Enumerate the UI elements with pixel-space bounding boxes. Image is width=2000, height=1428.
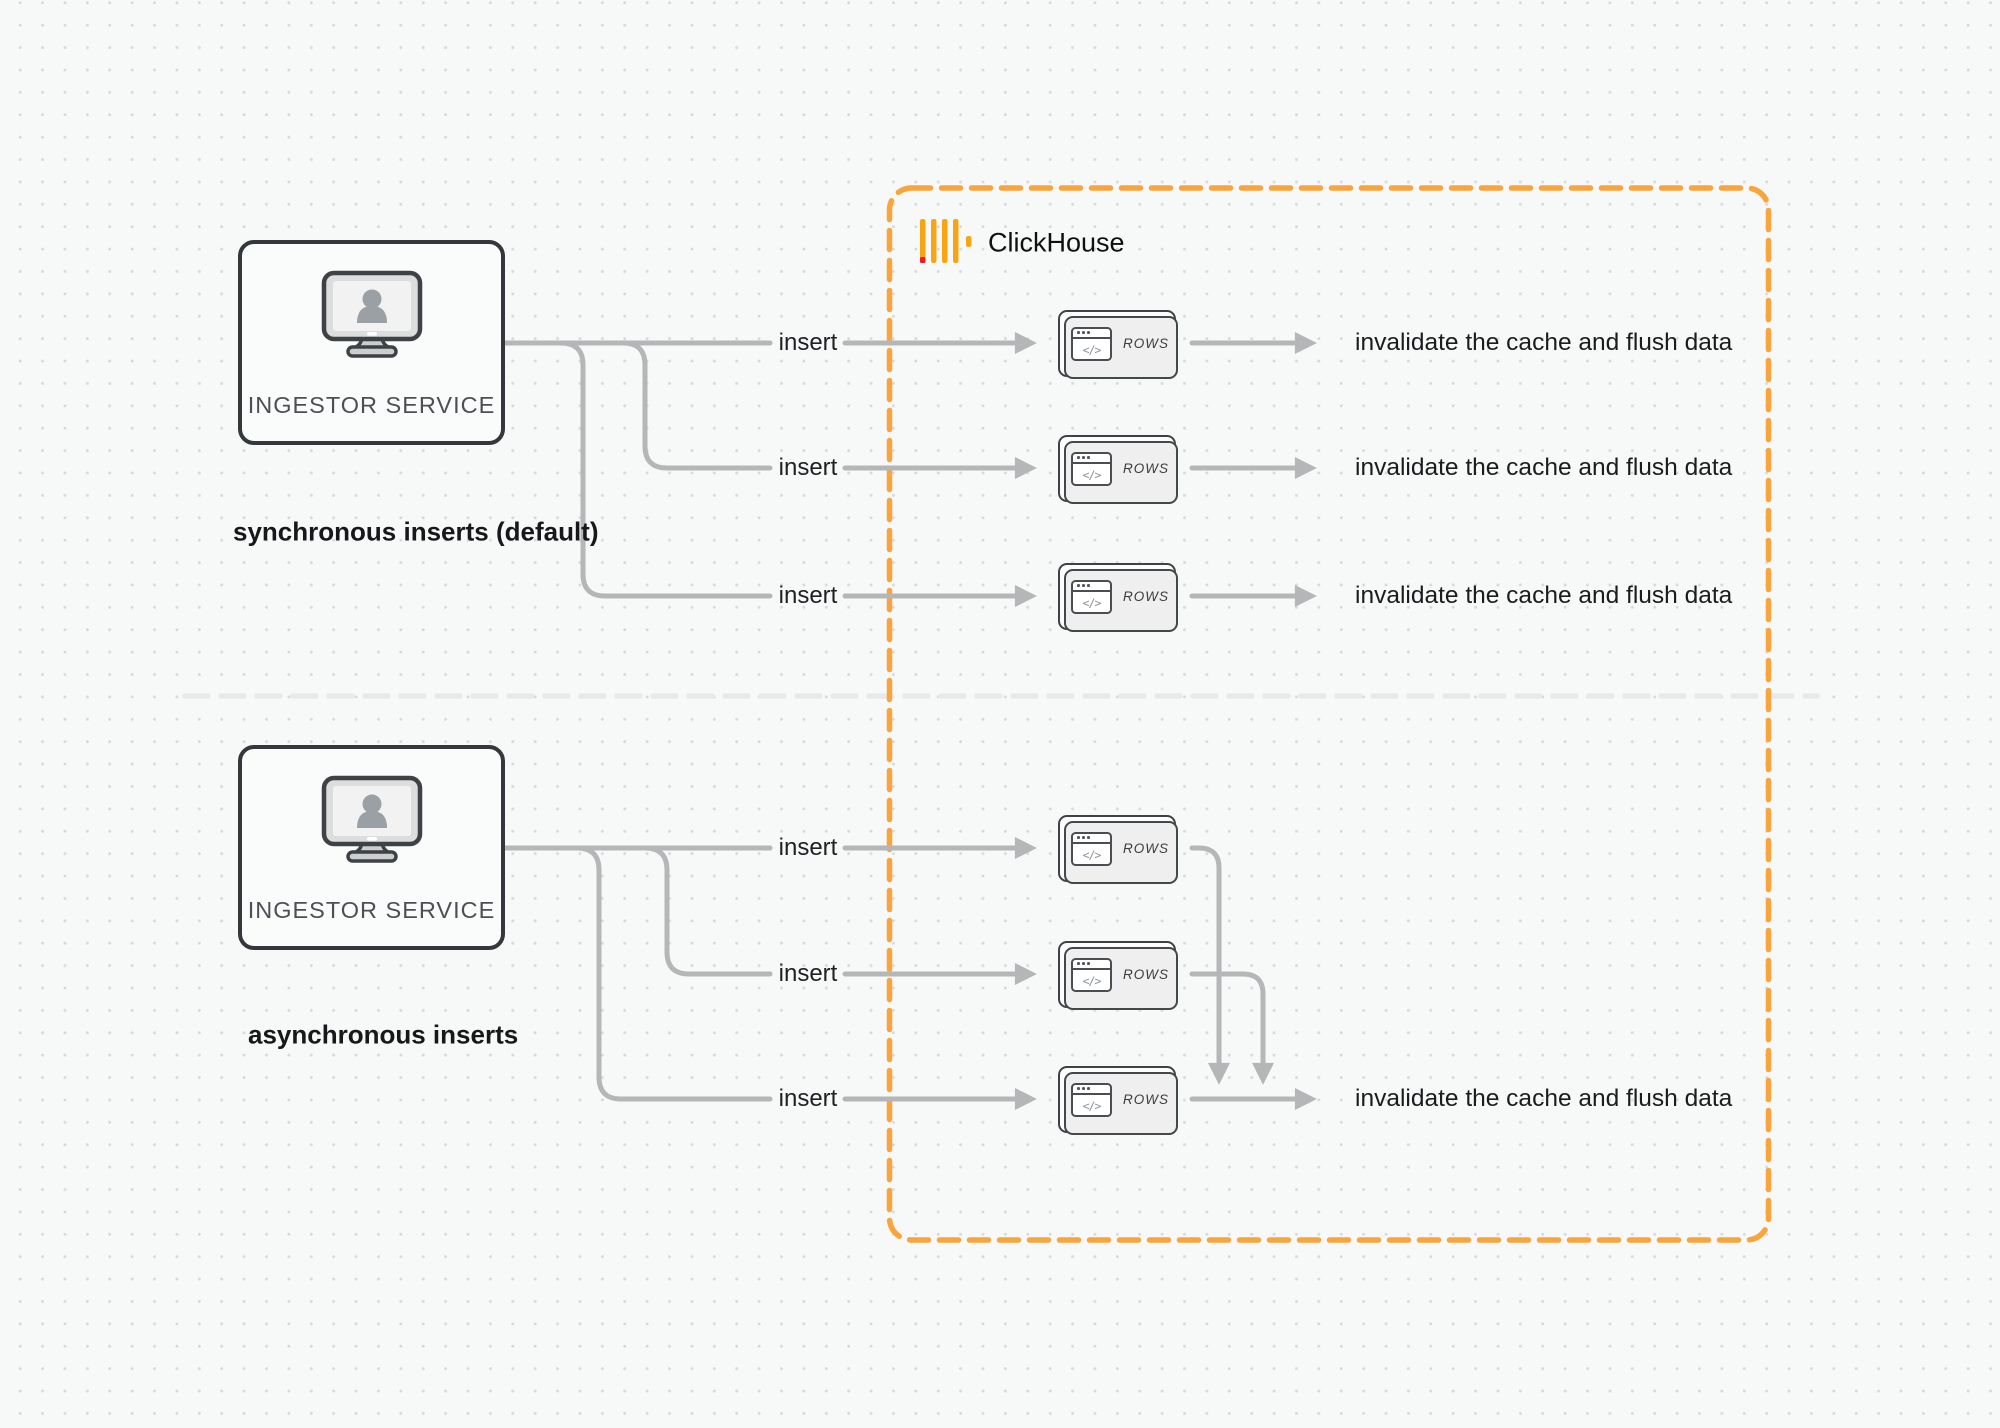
code-window-icon: </> [1071, 451, 1112, 486]
result-label: invalidate the cache and flush data [1355, 1085, 1733, 1112]
code-window-icon: </> [1071, 957, 1112, 992]
result-label: invalidate the cache and flush data [1355, 454, 1733, 481]
result-label: invalidate the cache and flush data [1355, 329, 1733, 356]
rows-node-label: ROWS [1123, 461, 1169, 476]
rows-node-label: ROWS [1123, 841, 1169, 856]
rows-node-label: ROWS [1123, 967, 1169, 982]
sync-caption: synchronous inserts (default) [233, 516, 599, 547]
ingestor-service-box-async: INGESTOR SERVICE [238, 745, 505, 950]
rows-node: </> ROWS [1058, 1066, 1178, 1135]
clickhouse-boundary [886, 185, 1772, 1243]
insert-label: insert [778, 960, 838, 987]
insert-label: insert [778, 329, 838, 356]
insert-label: insert [778, 454, 838, 481]
insert-label: insert [778, 582, 838, 609]
rows-node-label: ROWS [1123, 589, 1169, 604]
code-window-icon: </> [1071, 1082, 1112, 1117]
clickhouse-logo-icon [920, 219, 972, 263]
rows-node: </> ROWS [1058, 815, 1178, 884]
insert-label: insert [778, 834, 838, 861]
monitor-user-icon [321, 775, 422, 863]
monitor-user-icon [321, 270, 422, 358]
rows-node: </> ROWS [1058, 310, 1178, 379]
connectors [502, 331, 1317, 1111]
code-window-icon: </> [1071, 579, 1112, 614]
clickhouse-title: ClickHouse [988, 227, 1125, 258]
rows-node-label: ROWS [1123, 336, 1169, 351]
ingestor-service-box-sync: INGESTOR SERVICE [238, 240, 505, 445]
result-label: invalidate the cache and flush data [1355, 582, 1733, 609]
insert-label: insert [778, 1085, 838, 1112]
code-window-icon: </> [1071, 831, 1112, 866]
service-label: INGESTOR SERVICE [247, 897, 496, 923]
rows-node: </> ROWS [1058, 563, 1178, 632]
service-label: INGESTOR SERVICE [247, 392, 496, 418]
async-caption: asynchronous inserts [248, 1019, 519, 1050]
code-window-icon: </> [1071, 326, 1112, 361]
rows-node-label: ROWS [1123, 1092, 1169, 1107]
rows-node: </> ROWS [1058, 941, 1178, 1010]
rows-node: </> ROWS [1058, 435, 1178, 504]
